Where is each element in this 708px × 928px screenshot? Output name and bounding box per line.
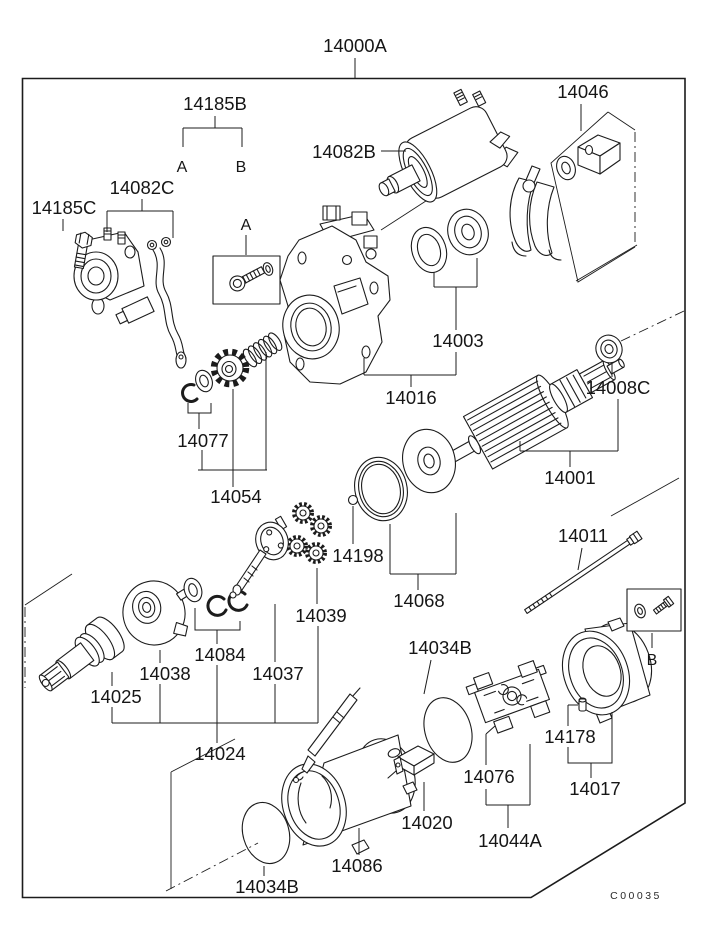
part-label-14003: 14003	[432, 330, 483, 351]
rollers-drawing	[286, 502, 332, 564]
bearing-set-drawing	[410, 208, 489, 274]
carrier-shaft-drawing	[229, 515, 289, 599]
leader-14008C	[519, 362, 619, 467]
part-label-14084: 14084	[194, 644, 245, 665]
part-label-14038: 14038	[139, 663, 190, 684]
relay-drawing	[73, 227, 145, 315]
leader-14076-14044A	[485, 725, 531, 828]
part-label-14034B-lower: 14034B	[235, 876, 299, 897]
part-label-14016: 14016	[385, 387, 436, 408]
snap-ring-washer-drawing	[181, 369, 213, 403]
construction-lines	[24, 111, 685, 892]
ref-label-b-detail-box: B	[647, 652, 658, 669]
drive-housing-drawing	[279, 205, 391, 385]
leader-14011	[577, 547, 583, 571]
solenoid-drawing	[378, 88, 519, 203]
brush-lever-group-drawing	[509, 134, 621, 261]
ref-label-b-under-14185B: B	[236, 159, 247, 176]
through-bolt-drawing	[524, 530, 643, 614]
part-label-14020: 14020	[401, 812, 452, 833]
armature-drawing	[445, 358, 625, 470]
small-bearing-drawing	[595, 334, 623, 364]
pinion-gear-drawing	[210, 348, 250, 388]
part-label-14011: 14011	[558, 525, 608, 546]
detail-box-a	[212, 255, 281, 305]
part-label-14198: 14198	[332, 545, 383, 566]
leader-14178-14017	[567, 704, 613, 778]
part-label-14076: 14076	[463, 766, 514, 787]
diagram-border	[21, 77, 686, 899]
mount-bolt-drawing	[73, 231, 93, 270]
part-label-14086: 14086	[331, 855, 382, 876]
part-label-14178: 14178	[544, 726, 595, 747]
detail-box-b	[626, 588, 682, 632]
leader-14039	[316, 568, 319, 723]
part-label-14024: 14024	[194, 743, 245, 764]
wiring-harness-drawing	[115, 236, 187, 369]
ring-and-disc-drawing	[354, 428, 456, 522]
leader-14082C	[106, 199, 174, 238]
part-label-14185C: 14185C	[32, 197, 97, 218]
part-label-14054: 14054	[210, 486, 261, 507]
leader-14185B	[182, 116, 243, 147]
part-label-14068: 14068	[393, 590, 444, 611]
ref-label-a-under-14185B: A	[177, 159, 188, 176]
part-label-14039: 14039	[295, 605, 346, 626]
part-label-14077: 14077	[177, 430, 228, 451]
ref-label-a-detail-box: A	[241, 217, 252, 234]
output-shaft-drawing	[38, 616, 125, 692]
part-label-14037: 14037	[252, 663, 303, 684]
part-label-14017: 14017	[569, 778, 620, 799]
leader-lines	[62, 58, 653, 876]
part-label-14082C: 14082C	[110, 177, 175, 198]
assembly-number-label: 14000A	[323, 35, 387, 56]
part-label-14044A: 14044A	[478, 830, 542, 851]
o-ring-lower-drawing	[241, 801, 291, 865]
part-labels: 14000A 14185B A B 14082C 14185C A 14082B…	[32, 35, 662, 902]
steel-ball-drawing	[347, 494, 359, 506]
leader-drive-group	[111, 604, 318, 743]
end-frame-drawing	[561, 617, 653, 724]
leader-14068	[389, 513, 457, 590]
pin-drawing	[578, 697, 587, 712]
washer-eclip-drawing	[183, 577, 249, 617]
yoke-drawing	[281, 734, 418, 855]
part-label-14001: 14001	[544, 467, 595, 488]
brush-tool-drawing	[292, 687, 361, 784]
spring-drawing	[242, 332, 283, 368]
part-label-14025: 14025	[90, 686, 141, 707]
part-label-14046: 14046	[557, 81, 608, 102]
brush-holder-drawing	[465, 660, 551, 734]
part-label-14082B: 14082B	[312, 141, 376, 162]
drawing-code-label: C00035	[610, 890, 662, 902]
part-label-14034B-upper: 14034B	[408, 637, 472, 658]
o-ring-upper-drawing	[423, 697, 473, 763]
part-label-14185B: 14185B	[183, 93, 247, 114]
leader-14077-14054	[187, 352, 267, 487]
clamp-drawing	[387, 745, 435, 779]
leader-14034B-upper	[423, 659, 432, 695]
leader-14003	[433, 258, 478, 375]
part-label-14008C: 14008C	[586, 377, 651, 398]
leader-14016	[363, 358, 456, 387]
